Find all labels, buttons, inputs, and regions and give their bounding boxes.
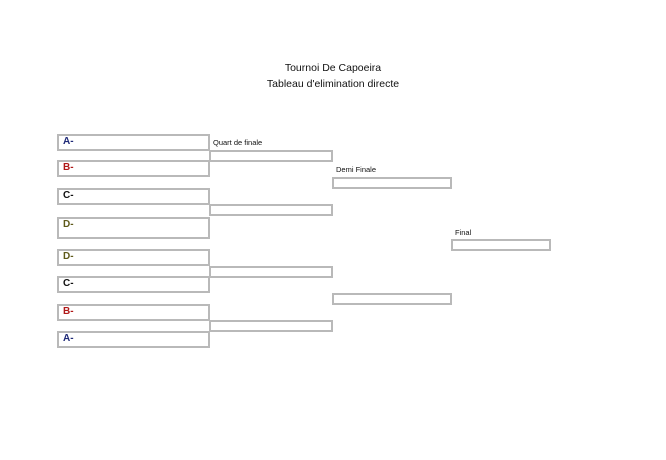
final-label: Final	[455, 228, 472, 237]
entrant-label-1: A-	[63, 136, 74, 147]
entrant-slot-5[interactable]: D-	[57, 249, 210, 266]
entrant-label-4: D-	[63, 219, 74, 230]
quarter-final-slot-1[interactable]	[209, 150, 333, 162]
entrant-label-8: A-	[63, 333, 74, 344]
quarter-final-slot-4[interactable]	[209, 320, 333, 332]
entrant-slot-3[interactable]: C-	[57, 188, 210, 205]
final-slot[interactable]	[451, 239, 551, 251]
semi-final-slot-1[interactable]	[332, 177, 452, 189]
entrant-label-7: B-	[63, 306, 74, 317]
document-title: Tournoi De Capoeira	[284, 62, 382, 74]
entrant-label-5: D-	[63, 251, 74, 262]
semi-final-label: Demi Finale	[336, 165, 377, 174]
entrant-slot-4[interactable]: D-	[57, 217, 210, 239]
entrant-slot-7[interactable]: B-	[57, 304, 210, 321]
document-header: Tournoi De Capoeira Tableau d'eliminatio…	[0, 60, 666, 92]
quarter-final-slot-2[interactable]	[209, 204, 333, 216]
entrant-label-3: C-	[63, 190, 74, 201]
entrant-slot-8[interactable]: A-	[57, 331, 210, 348]
quarter-final-label: Quart de finale	[213, 138, 263, 147]
quarter-final-slot-3[interactable]	[209, 266, 333, 278]
entrant-label-6: C-	[63, 278, 74, 289]
entrant-slot-6[interactable]: C-	[57, 276, 210, 293]
entrant-label-2: B-	[63, 162, 74, 173]
entrant-slot-1[interactable]: A-	[57, 134, 210, 151]
semi-final-slot-2[interactable]	[332, 293, 452, 305]
entrant-slot-2[interactable]: B-	[57, 160, 210, 177]
document-subtitle: Tableau d'elimination directe	[266, 78, 400, 90]
